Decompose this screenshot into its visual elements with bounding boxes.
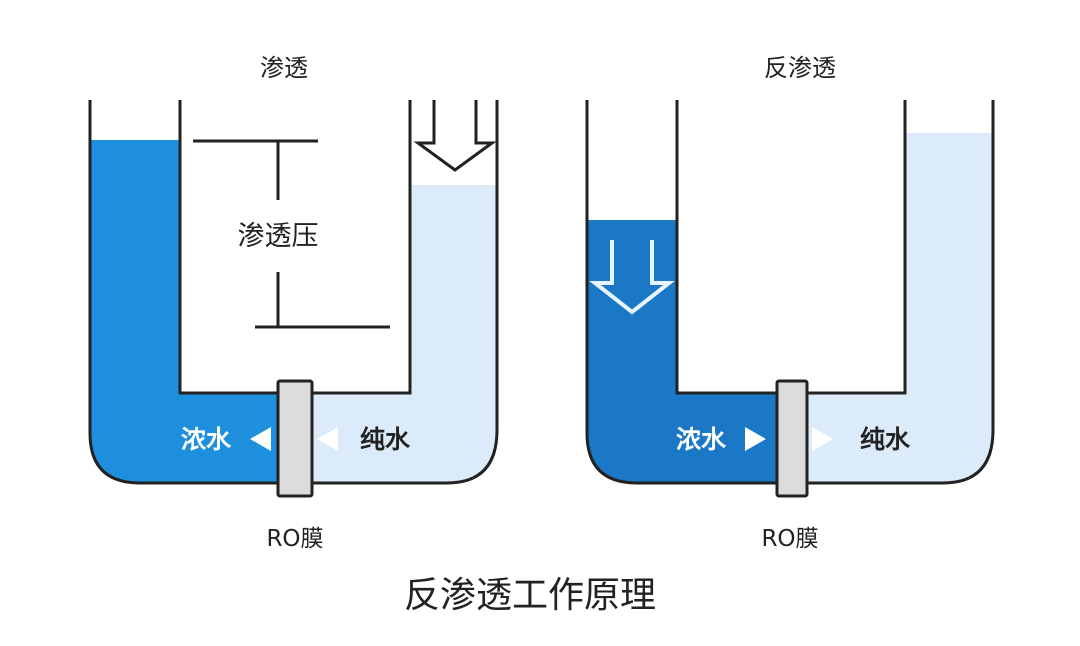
osmosis-panel: 渗透 渗透压 浓水 纯水 RO膜 xyxy=(88,54,499,552)
osmosis-title: 渗透 xyxy=(260,54,308,82)
osmosis-down-arrow-icon xyxy=(413,100,497,172)
osmosis-flow-arrow-right-icon xyxy=(317,427,338,451)
osmosis-pure-water xyxy=(312,185,497,483)
osmosis-membrane-label: RO膜 xyxy=(266,526,323,552)
reverse-flow-arrow-left-icon xyxy=(745,427,766,451)
osmosis-pure-label: 纯水 xyxy=(360,425,411,454)
reverse-concentrated-label: 浓水 xyxy=(676,425,727,454)
osmosis-flow-arrow-left-icon xyxy=(250,427,271,451)
diagram-caption: 反渗透工作原理 xyxy=(404,575,656,616)
reverse-u-tube-inner xyxy=(675,100,907,395)
reverse-concentrated-water xyxy=(587,220,777,483)
reverse-flow-arrow-right-icon xyxy=(812,427,833,451)
reverse-ro-membrane xyxy=(775,379,809,498)
reverse-down-arrow-icon xyxy=(589,240,675,315)
reverse-membrane-label: RO膜 xyxy=(761,526,818,552)
reverse-osmosis-panel: 反渗透 浓水 纯水 RO膜 xyxy=(585,54,995,552)
osmosis-concentrated-water xyxy=(90,140,278,483)
reverse-pure-water xyxy=(807,133,993,483)
reverse-pure-label: 纯水 xyxy=(860,425,911,454)
osmosis-pressure-label: 渗透压 xyxy=(238,221,319,252)
osmosis-concentrated-label: 浓水 xyxy=(181,425,232,454)
reverse-title: 反渗透 xyxy=(764,54,836,82)
osmosis-ro-membrane xyxy=(276,379,314,498)
